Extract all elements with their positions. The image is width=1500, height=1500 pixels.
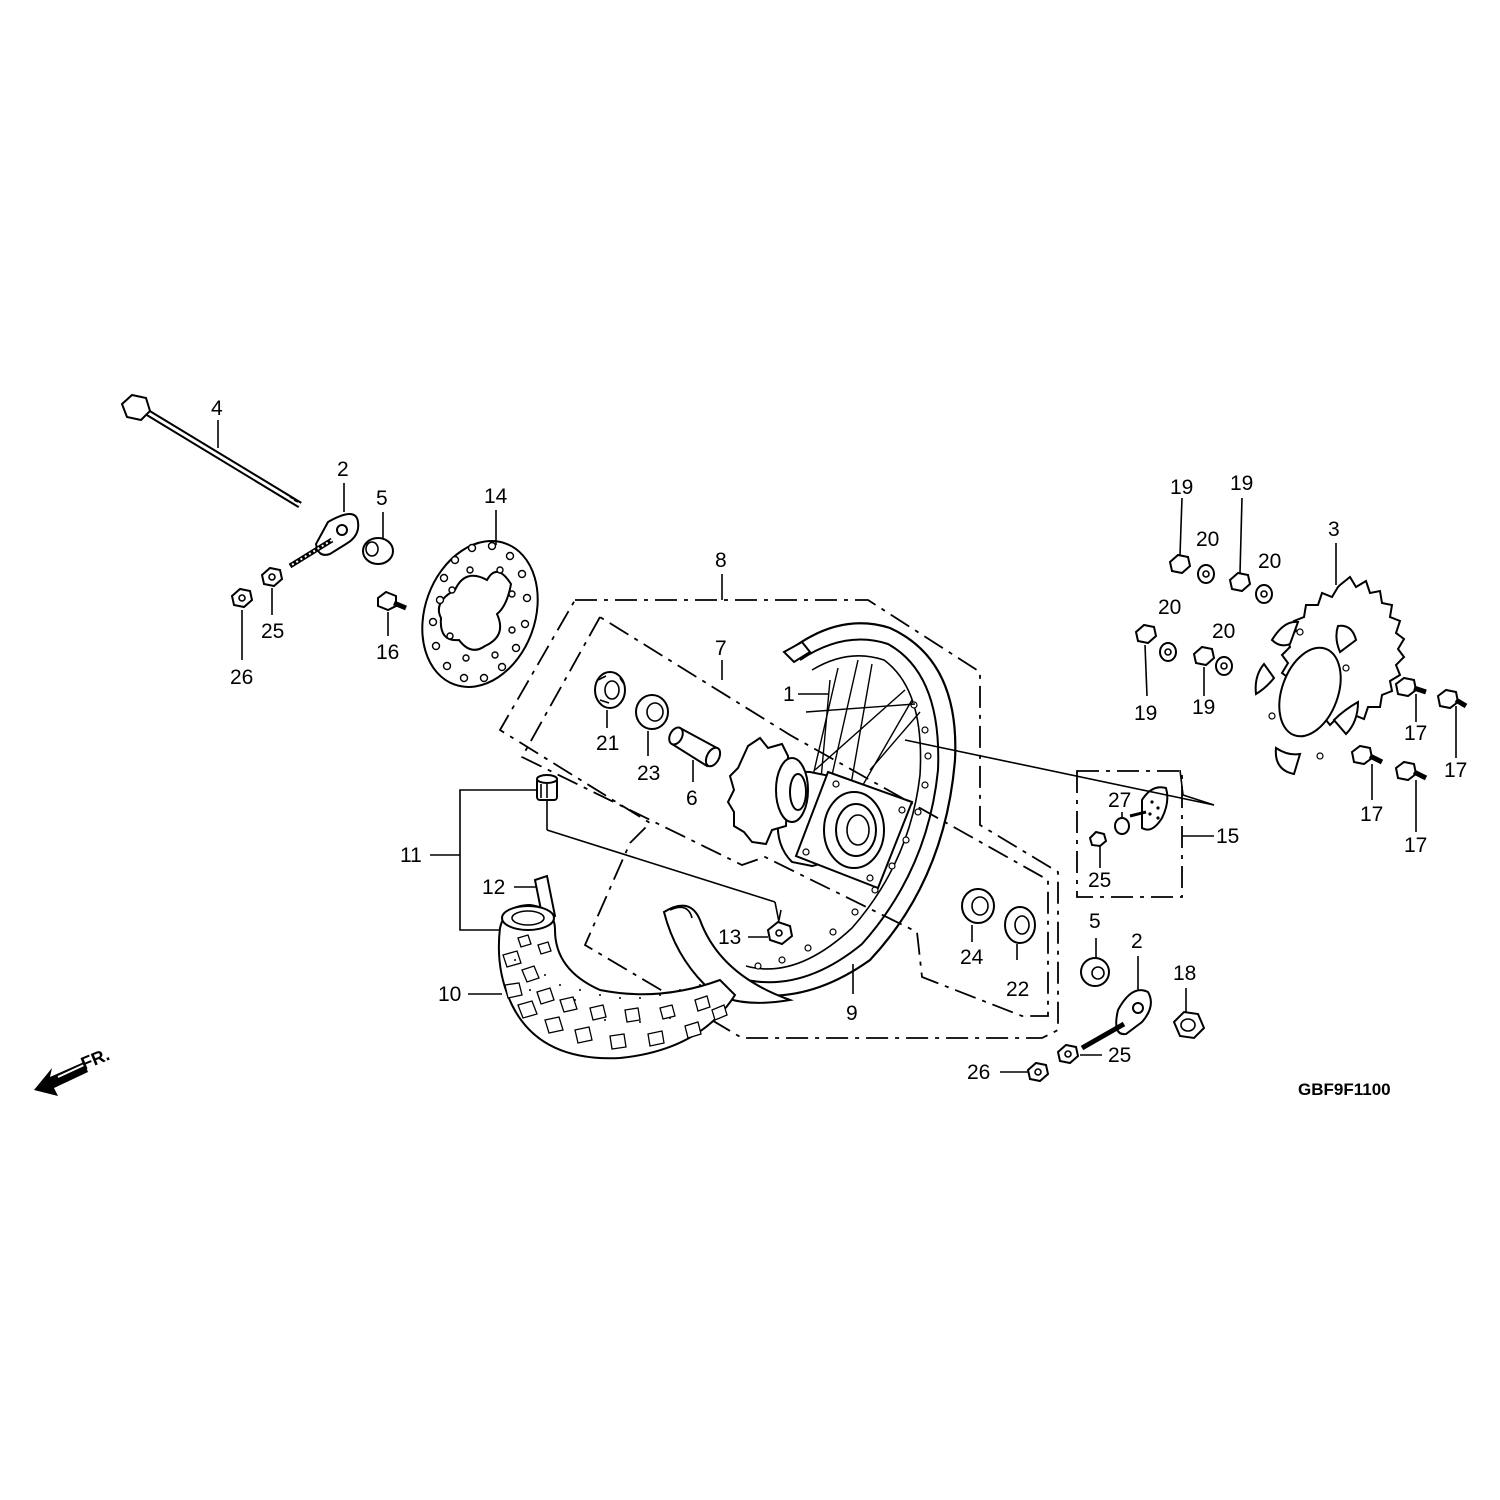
chain-adjuster-right	[1080, 989, 1152, 1051]
callout-21: 21	[596, 732, 619, 755]
callout-20-a: 20	[1196, 528, 1219, 551]
callout-10: 10	[438, 983, 461, 1006]
nut-18	[1172, 1010, 1206, 1040]
callout-25-left: 25	[261, 620, 284, 643]
callout-14: 14	[484, 485, 508, 508]
callout-8: 8	[715, 549, 727, 572]
nut-26-right	[1026, 1061, 1050, 1083]
callout-24: 24	[960, 946, 984, 969]
callout-26-left: 26	[230, 666, 253, 689]
callout-15: 15	[1216, 825, 1239, 848]
callout-26-right: 26	[967, 1061, 990, 1084]
callout-17-a: 17	[1404, 722, 1427, 745]
callout-6: 6	[686, 787, 698, 810]
direction-label: FR.	[78, 1044, 112, 1073]
assembly-outline-15	[1076, 770, 1183, 898]
callout-5-right: 5	[1089, 910, 1101, 933]
assembly-outline-8	[498, 599, 1059, 1039]
assembly-outline-7	[520, 615, 1049, 1017]
nut-25-left	[260, 566, 284, 588]
callout-2-left: 2	[337, 458, 349, 481]
bearing-23	[635, 694, 669, 730]
callout-22: 22	[1006, 978, 1029, 1001]
callout-labels: 4 2 5 14 25 16 26 8 7 1 21 23 6 11 12 13…	[211, 397, 1467, 1084]
callout-9: 9	[846, 1002, 858, 1025]
bearing-24	[961, 888, 995, 924]
callout-11: 11	[400, 844, 422, 867]
bolt-16	[377, 590, 407, 612]
brake-disc	[421, 540, 539, 688]
seal-22	[1004, 906, 1036, 944]
sprocket-nuts-19	[1134, 553, 1252, 667]
callout-19-a: 19	[1170, 476, 1193, 499]
bearing-21	[594, 671, 626, 709]
rim-band	[662, 904, 794, 1004]
driven-sprocket	[1254, 575, 1406, 776]
callout-20-d: 20	[1212, 620, 1235, 643]
nut-26-left	[230, 587, 254, 609]
spacer-6	[668, 726, 722, 768]
callout-23: 23	[637, 762, 660, 785]
callout-27: 27	[1108, 789, 1131, 812]
callout-2-right: 2	[1131, 930, 1143, 953]
valve-cap	[536, 774, 558, 801]
callout-20-b: 20	[1258, 550, 1281, 573]
collar-5-left	[362, 537, 394, 565]
callout-19-b: 19	[1230, 472, 1253, 495]
callout-17-d: 17	[1404, 834, 1427, 857]
callout-3: 3	[1328, 518, 1340, 541]
callout-17-b: 17	[1444, 759, 1467, 782]
callout-7: 7	[715, 637, 727, 660]
nut-25-right	[1056, 1043, 1080, 1065]
callout-16: 16	[376, 641, 399, 664]
leader-lines	[217, 420, 1457, 1073]
callout-13: 13	[718, 926, 741, 949]
sprocket-bolt-17	[1350, 676, 1468, 782]
callout-18: 18	[1173, 962, 1196, 985]
sprocket-washers-20	[1159, 564, 1273, 676]
callout-12: 12	[482, 876, 505, 899]
axle-part	[120, 393, 302, 508]
callout-19-c: 19	[1134, 702, 1157, 725]
chain-adjuster-left	[288, 513, 360, 569]
callout-4: 4	[211, 397, 223, 420]
front-direction-arrow: FR.	[34, 1044, 112, 1096]
callout-25-kit: 25	[1088, 869, 1111, 892]
wheel-assembly	[726, 622, 957, 997]
collar-5-right	[1080, 957, 1110, 987]
callout-17-c: 17	[1360, 803, 1383, 826]
callout-20-c: 20	[1158, 596, 1181, 619]
callout-5-left: 5	[376, 487, 388, 510]
callout-25-right: 25	[1108, 1044, 1131, 1067]
diagram-code: GBF9F1100	[1298, 1080, 1391, 1099]
valve-nut-13	[766, 909, 794, 946]
callout-1: 1	[783, 683, 795, 706]
callout-19-d: 19	[1192, 696, 1215, 719]
tire	[497, 903, 737, 1060]
